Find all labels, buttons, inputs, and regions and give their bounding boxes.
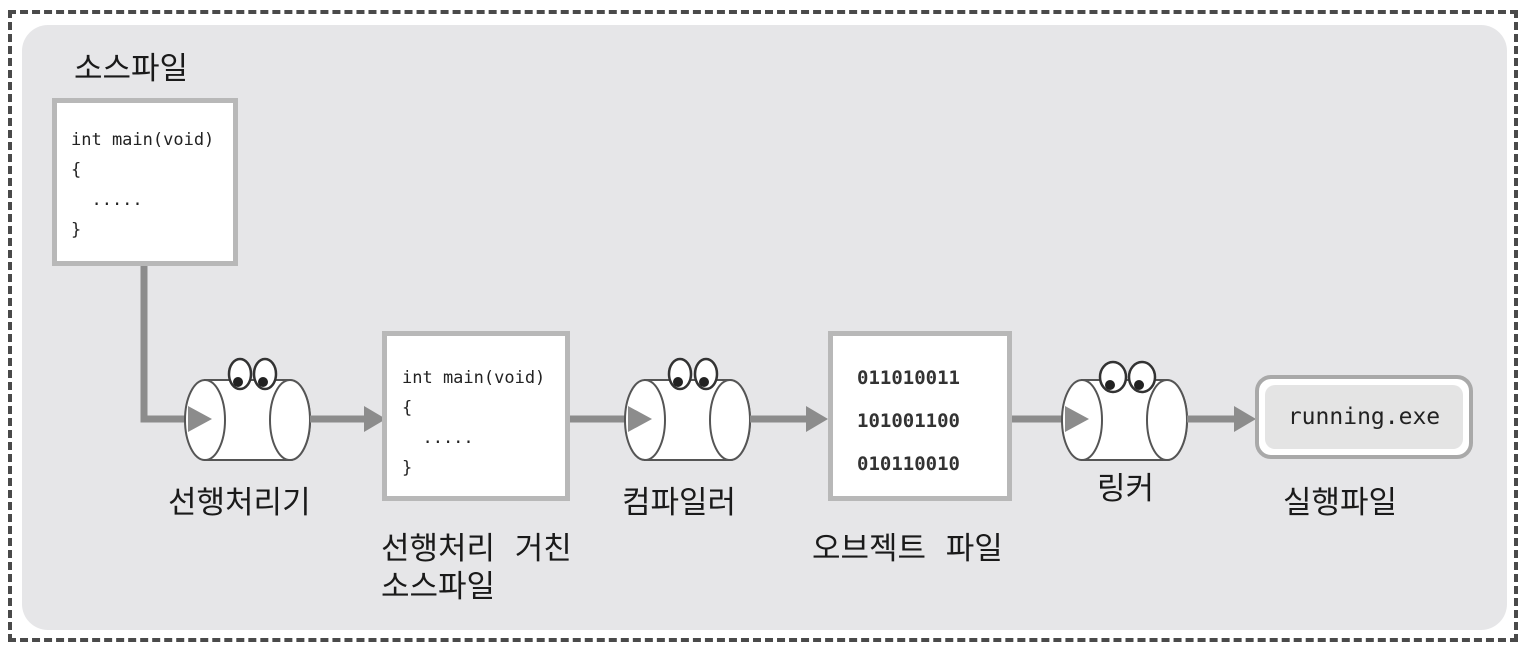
linker-label: 링커 (1097, 471, 1155, 507)
executable-inner: running.exe (1265, 385, 1463, 449)
preprocessor-label: 선행처리기 (168, 485, 311, 521)
object-file-label: 오브젝트 파일 (812, 531, 1003, 567)
executable-filename: running.exe (1287, 404, 1441, 430)
preprocessor-cylinder-icon (184, 357, 311, 461)
source-code-line-3: ..... (71, 190, 143, 210)
source-code-line-2: { (71, 160, 82, 180)
preprocessed-code-line-2: { (402, 398, 413, 418)
object-binary-line-1: 011010011 (857, 367, 960, 389)
source-to-preprocessor-connector (140, 266, 196, 423)
dashed-frame (8, 10, 1518, 642)
preprocessed-code-line-4: } (402, 458, 413, 478)
preprocessed-file-label-line-2: 소스파일 (381, 569, 496, 605)
object-file-box (828, 331, 1012, 501)
preprocessed-file-label-line-1: 선행처리 거친 (381, 531, 572, 567)
preprocessed-file-box (382, 331, 570, 501)
compiler-cylinder-icon (624, 357, 751, 461)
linker-cylinder-icon (1061, 360, 1188, 461)
diagram-panel (22, 25, 1507, 630)
source-file-title: 소스파일 (74, 51, 189, 87)
object-binary-line-3: 010110010 (857, 453, 960, 475)
compiler-label: 컴파일러 (622, 485, 737, 521)
preprocessed-code-line-3: ..... (402, 428, 474, 448)
executable-label: 실행파일 (1283, 485, 1398, 521)
source-code-line-4: } (71, 220, 82, 240)
source-file-box (52, 98, 238, 266)
object-binary-line-2: 101001100 (857, 410, 960, 432)
executable-box: running.exe (1255, 375, 1473, 459)
preprocessed-code-line-1: int main(void) (402, 368, 546, 388)
source-code-line-1: int main(void) (71, 130, 215, 150)
